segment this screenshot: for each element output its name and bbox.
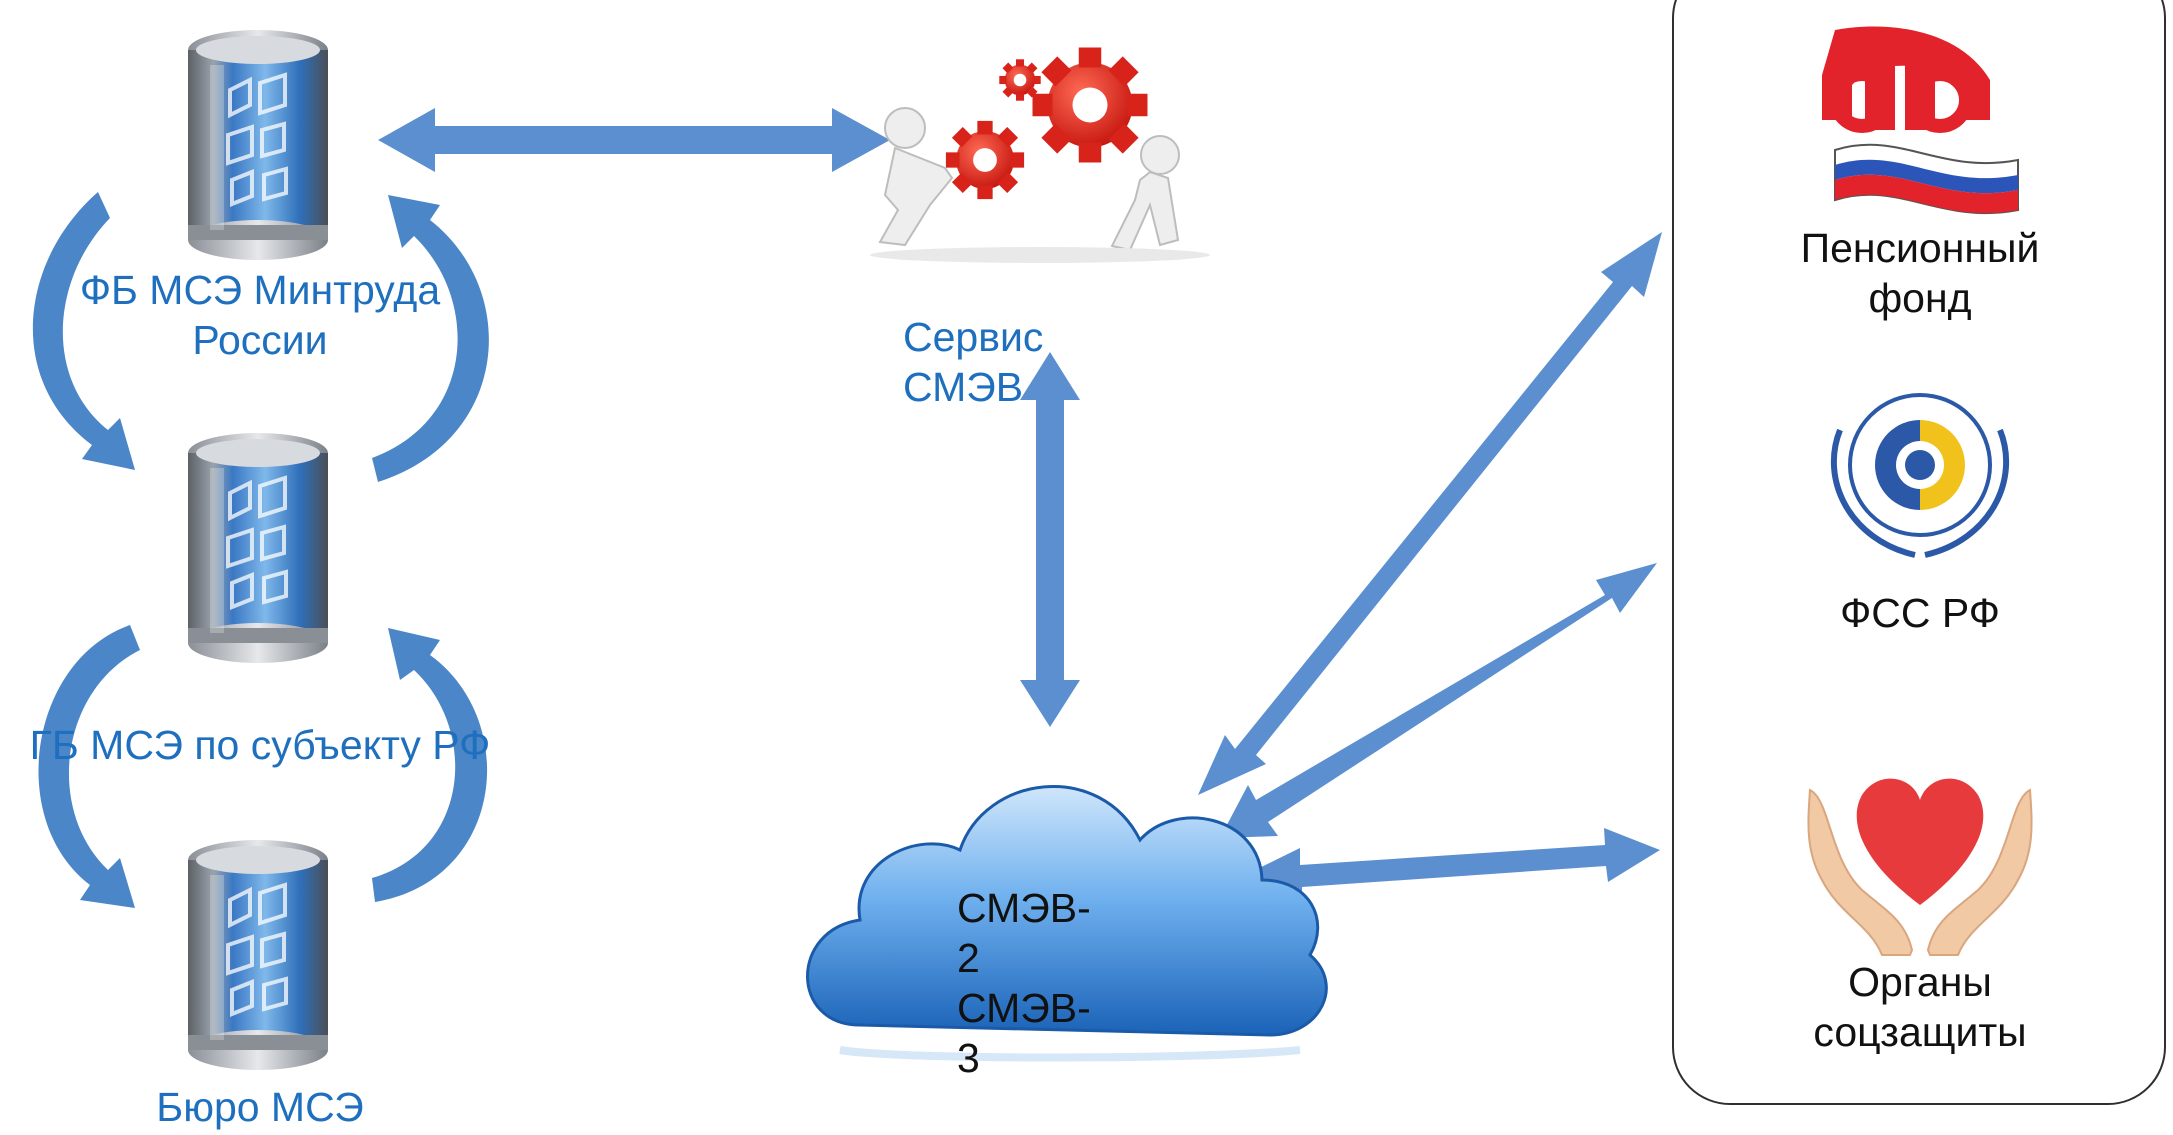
database-icon-buro (186, 838, 330, 1072)
arrow-service-cloud (1020, 352, 1080, 727)
cloud-line-2: 2 (957, 935, 980, 981)
arrow-cloud-pension (1198, 232, 1662, 795)
social-label-line1: Органы (1848, 959, 1992, 1005)
fb-label-line2: России (192, 317, 328, 363)
cloud-line-1: СМЭВ- (957, 885, 1091, 931)
gears-people-icon (870, 47, 1210, 263)
cloud-line-3: СМЭВ- (957, 985, 1091, 1031)
gb-label: ГБ МСЭ по субъекту РФ (29, 722, 491, 768)
service-label-line2: СМЭВ (903, 364, 1024, 410)
service-label: Сервис СМЭВ (903, 312, 1043, 412)
cloud-icon (806, 785, 1328, 1062)
fb-label-line1: ФБ МСЭ Минтруда (79, 267, 441, 313)
database-icon-gb (186, 431, 330, 665)
curved-arrow-fb-to-gb (32, 192, 135, 470)
pension-label-line2: фонд (1868, 275, 1972, 321)
arrow-cloud-fss (1220, 563, 1657, 838)
arrow-fb-service (378, 108, 890, 172)
pension-label-line1: Пенсионный (1800, 225, 2040, 271)
fb-label: ФБ МСЭ Минтруда России (40, 265, 480, 365)
buro-label: Бюро МСЭ (156, 1084, 364, 1130)
pfr-logo-icon (1822, 26, 2019, 215)
service-label-line1: Сервис (903, 314, 1044, 360)
social-label-line2: соцзащиты (1813, 1009, 2027, 1055)
database-icon-fb (186, 28, 330, 262)
cloud-label: СМЭВ- 2 СМЭВ- 3 (957, 883, 1127, 1083)
curved-arrow-buro-to-gb (372, 628, 488, 902)
social-label: Органы соцзащиты (1735, 957, 2105, 1057)
cloud-line-4: 3 (957, 1035, 980, 1081)
curved-arrow-gb-to-fb (372, 195, 489, 482)
arrow-cloud-social (1245, 828, 1660, 903)
heart-hands-icon (1807, 778, 2033, 956)
pension-label: Пенсионный фонд (1735, 223, 2105, 323)
curved-arrow-gb-to-buro (38, 625, 140, 908)
fss-label: ФСС РФ (1840, 590, 2000, 636)
fss-emblem-icon (1830, 393, 2010, 558)
